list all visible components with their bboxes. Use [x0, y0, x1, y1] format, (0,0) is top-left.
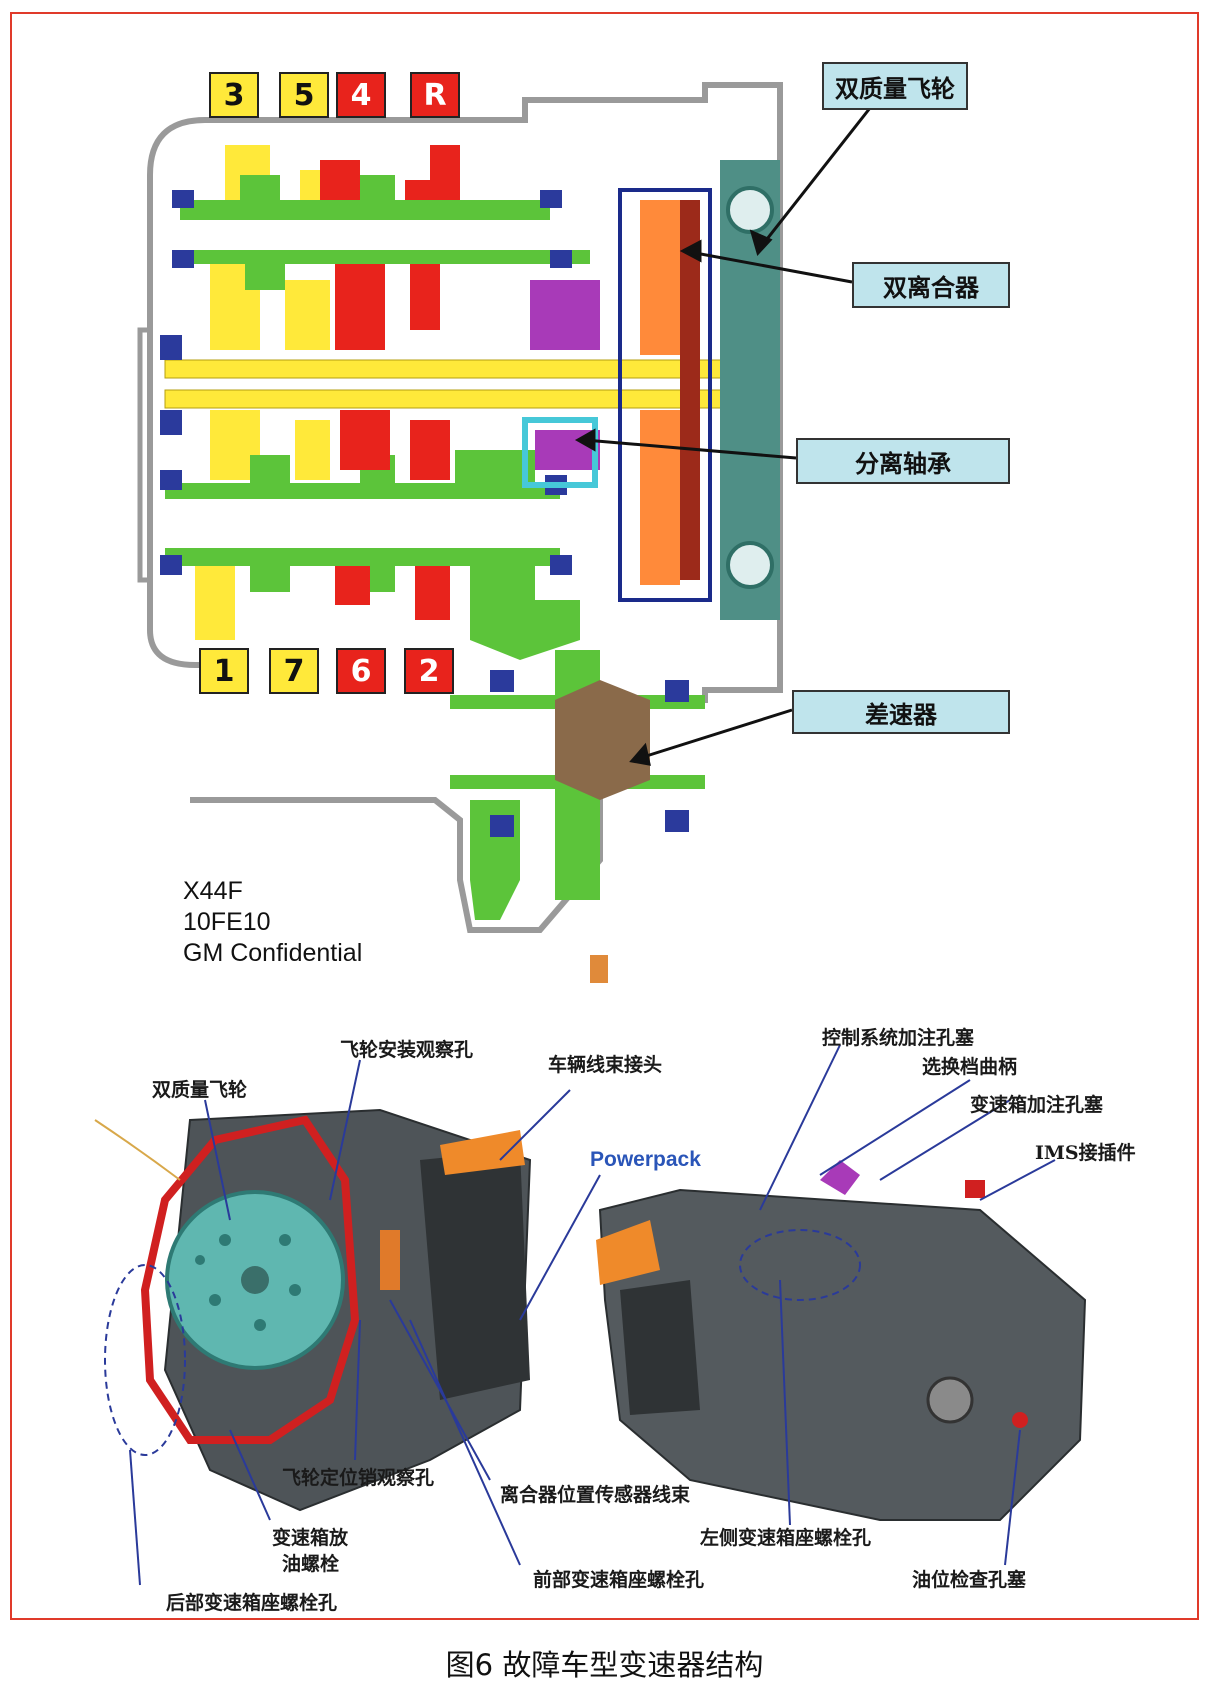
note-model: X44F	[183, 877, 243, 905]
gear-label-3: 3	[209, 72, 259, 118]
right-transmission-body	[598, 1188, 1087, 1521]
gear-label-6: 6	[336, 648, 386, 694]
clutch-drum	[618, 188, 712, 602]
flywheel-arrow	[758, 107, 872, 249]
housing-outline	[147, 82, 783, 933]
label-clutch-sensor-harness: 离合器位置传感器线束	[500, 1484, 691, 1506]
label-drain-plug-line2: 油螺栓	[282, 1553, 340, 1575]
harness-connector-left	[440, 1130, 525, 1175]
gear-label-7: 7	[269, 648, 319, 694]
note-confidential: GM Confidential	[183, 939, 363, 967]
label-dual-mass-flywheel: 双质量飞轮	[152, 1079, 248, 1101]
label-left-mount-bolt: 左侧变速箱座螺栓孔	[700, 1527, 872, 1549]
callout-dual-clutch: 双离合器	[852, 262, 1010, 308]
powerpack-module	[420, 1150, 530, 1400]
gear-label-R: R	[410, 72, 460, 118]
gear-label-5: 5	[279, 72, 329, 118]
label-front-mount-bolt: 前部变速箱座螺栓孔	[533, 1569, 705, 1591]
label-drain-plug-line1: 变速箱放	[272, 1527, 349, 1549]
harness-connector-right	[596, 1220, 660, 1285]
label-powerpack: Powerpack	[590, 1148, 701, 1171]
flywheel-section	[720, 160, 780, 620]
callout-dual-mass-flywheel: 双质量飞轮	[822, 62, 968, 110]
label-control-fill-plug: 控制系统加注孔塞	[822, 1027, 975, 1049]
clutch-arrow	[689, 250, 853, 284]
gear-label-2: 2	[404, 648, 454, 694]
sensor-harness-left	[380, 1230, 400, 1290]
callout-differential: 差速器	[792, 690, 1010, 734]
figure-caption: 图6 故障车型变速器结构	[445, 1648, 764, 1682]
gear-label-1: 1	[199, 648, 249, 694]
transmission-cross-section	[137, 82, 872, 983]
label-flywheel-mount-hole: 飞轮安装观察孔	[340, 1039, 474, 1061]
bearing-arrow	[584, 438, 797, 460]
clutch-disc-upper	[640, 200, 680, 355]
label-shift-lever: 选换档曲柄	[922, 1056, 1018, 1078]
rear-mount-dashed-outline	[104, 1264, 186, 1456]
label-ims-connector: IMS接插件	[1035, 1142, 1136, 1164]
differential-carrier	[555, 680, 650, 800]
clutch-disc-lower	[640, 410, 680, 585]
upper-shaft	[180, 200, 550, 220]
gear-label-4: 4	[336, 72, 386, 118]
label-oil-level-plug: 油位检查孔塞	[912, 1569, 1027, 1591]
label-rear-mount-bolt: 后部变速箱座螺栓孔	[166, 1592, 338, 1614]
release-bearing-lower	[522, 417, 598, 488]
release-bearing-upper	[530, 280, 600, 350]
label-harness-connector: 车辆线束接头	[548, 1054, 663, 1076]
axle-port	[926, 1376, 974, 1424]
label-trans-fill-plug: 变速箱加注孔塞	[970, 1094, 1104, 1116]
label-flywheel-pin-hole: 飞轮定位销观察孔	[282, 1467, 435, 1489]
differential-arrow	[639, 708, 793, 760]
callout-release-bearing: 分离轴承	[796, 438, 1010, 484]
note-code: 10FE10	[183, 908, 271, 936]
